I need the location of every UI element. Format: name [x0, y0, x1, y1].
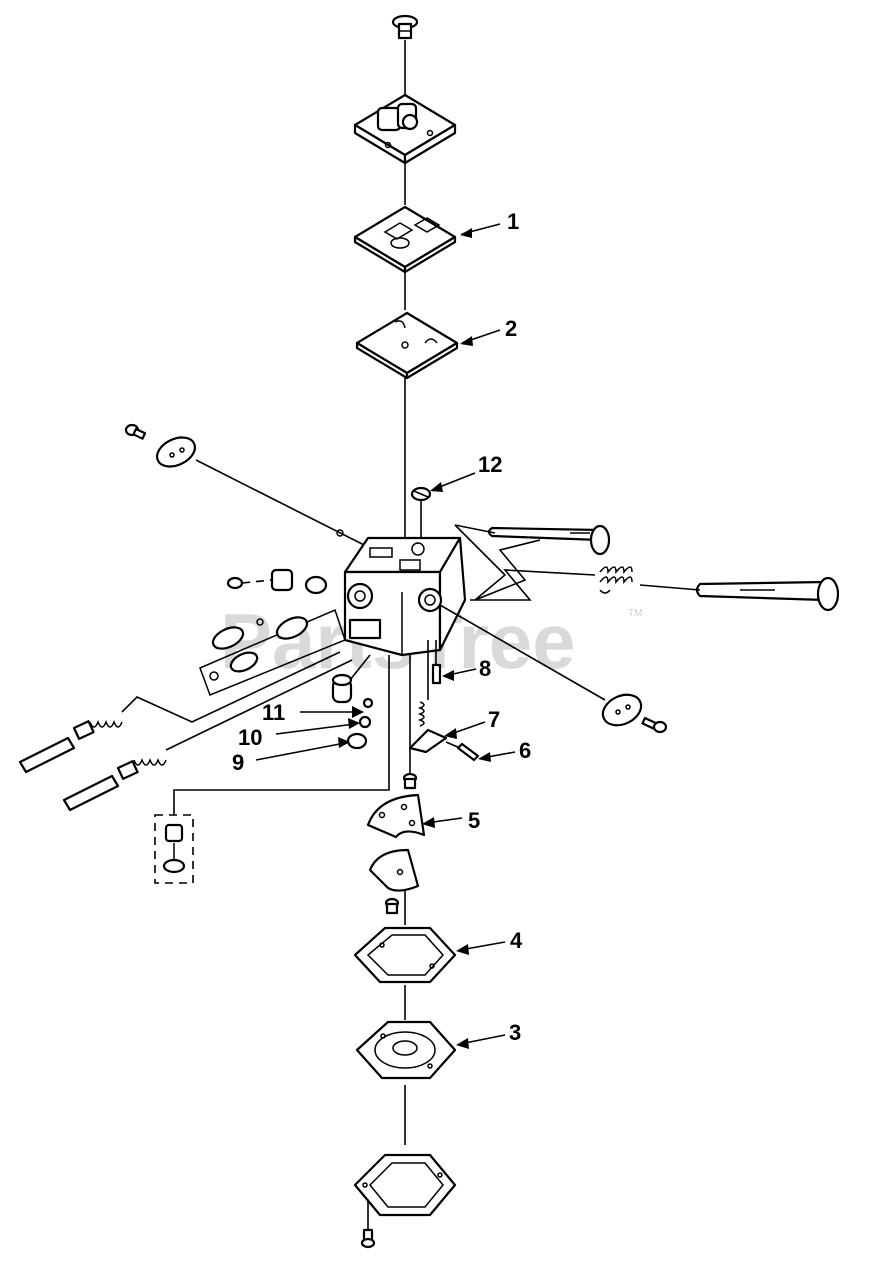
carburetor-body-icon: [343, 536, 467, 657]
top-screw-icon: [391, 14, 419, 40]
callout-10-leader: [275, 723, 356, 735]
watermark-trademark: TM: [628, 608, 642, 619]
choke-disc-right-icon: [601, 693, 643, 727]
metering-spring-icon: [417, 701, 425, 727]
part-9-screen-icon: [346, 732, 368, 750]
metering-screw-icon: [402, 772, 418, 790]
callout-11-label: 11: [262, 700, 285, 725]
part-6-pin-icon: [456, 742, 480, 762]
callout-2-arrowhead: [460, 336, 473, 346]
pump-cover-icon: [353, 93, 457, 165]
inlet-fitting-icon: [331, 654, 371, 704]
callout-12-arrowhead: [430, 482, 443, 492]
throttle-shaft-upper-icon: [487, 524, 611, 556]
part-1-gasket-icon: [353, 205, 457, 274]
pump-cover-bottom-icon: [353, 1153, 457, 1217]
part-2-plate-icon: [355, 311, 459, 380]
part-10-ring-icon: [358, 715, 372, 729]
part-11-clip-icon: [362, 697, 374, 709]
callout-5-arrowhead: [422, 817, 435, 828]
needle-fitting-top-icon: [226, 568, 328, 595]
callout-3-arrowhead: [456, 1038, 469, 1049]
throttle-disc-left-icon: [155, 436, 197, 468]
part-5-cover-icon: [366, 793, 426, 839]
callout-6-arrowhead: [478, 752, 491, 762]
callout-7-label: 7: [488, 707, 500, 732]
callout-2-label: 2: [505, 316, 517, 341]
metering-plate-icon: [368, 848, 420, 892]
right-disc-axis: [439, 604, 606, 701]
part-4-gasket-icon: [353, 926, 457, 984]
throttle-screw-left-icon: [124, 423, 147, 440]
callout-8-arrowhead: [442, 670, 454, 681]
callout-4-label: 4: [510, 928, 523, 953]
part-3-diaphragm-icon: [355, 1020, 457, 1080]
idle-needle-icon: [18, 719, 123, 774]
callout-6-label: 6: [519, 738, 531, 763]
callout-9-arrowhead: [338, 737, 350, 748]
lower-screw-icon: [384, 897, 400, 915]
callout-12-label: 12: [478, 452, 502, 477]
idle-needle-axis: [121, 651, 341, 723]
callout-8-label: 8: [479, 656, 491, 681]
needle-housing-icon: [199, 608, 346, 696]
choke-screw-right-icon: [641, 716, 668, 734]
main-needle-axis: [165, 659, 353, 751]
optional-parts-box: [154, 814, 194, 884]
part-7-lever-icon: [408, 728, 448, 754]
part-8-pin-icon: [431, 663, 442, 685]
callout-1-label: 1: [507, 209, 519, 234]
callout-4-arrowhead: [456, 944, 469, 955]
bottom-screw-icon: [360, 1228, 376, 1249]
optional-box-leader: [173, 655, 390, 815]
small-pin-icon: [336, 529, 344, 537]
part-12-plug-icon: [410, 486, 432, 502]
choke-spring-icon: [599, 566, 633, 594]
zigzag-lower: [470, 569, 596, 601]
callout-5-label: 5: [468, 808, 480, 833]
callout-10-label: 10: [238, 725, 262, 750]
choke-shaft-lower-icon: [695, 576, 840, 612]
callout-9-label: 9: [232, 750, 244, 775]
callout-11-arrowhead: [352, 706, 364, 718]
shaft-lower-axis: [639, 584, 701, 591]
part-6-axis: [445, 741, 461, 749]
callout-9-leader: [255, 742, 346, 761]
callout-10-arrowhead: [348, 718, 360, 729]
callout-3-label: 3: [509, 1020, 521, 1045]
main-needle-icon: [62, 757, 167, 812]
zigzag-upper: [454, 524, 541, 601]
callout-7-arrowhead: [444, 728, 457, 739]
callout-1-arrowhead: [460, 228, 472, 238]
shaft-upper-leader: [454, 524, 496, 534]
left-disc-axis: [195, 459, 371, 549]
